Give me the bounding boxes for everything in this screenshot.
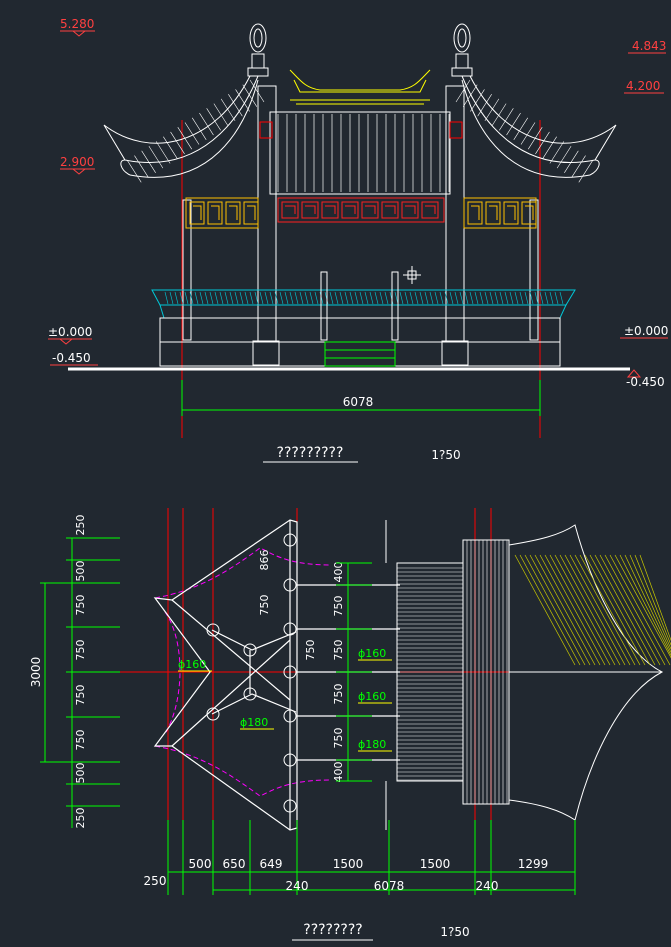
base-platform (159, 317, 561, 367)
dimension-label: 500 (74, 561, 87, 582)
rail-posts (320, 271, 399, 341)
dimension-label: 1500 (420, 857, 451, 871)
rafter-dimension-labels: 400 750 750 750 750 400 (332, 562, 372, 783)
dimension-label: 750 (258, 595, 271, 616)
dimension-label: 866 (258, 550, 271, 571)
level-label: ±0.000 (48, 325, 92, 339)
level-label: 2.900 (60, 155, 94, 169)
ridge-ornament (289, 69, 431, 105)
level-marker-zero-left: ±0.000 (48, 325, 92, 345)
diameter-label: ϕ160 (358, 647, 386, 660)
column-circle (283, 665, 297, 679)
finial-left (247, 23, 269, 77)
diameter-label: ϕ160 (358, 690, 386, 703)
dimension-label: 750 (332, 640, 345, 661)
column-circle (283, 622, 297, 636)
column-left (252, 85, 280, 366)
fretwork-right (463, 197, 537, 229)
column-circle (283, 578, 297, 592)
dimension-label: 649 (260, 857, 283, 871)
dimension-label: 750 (304, 640, 317, 661)
fretwork-center (277, 197, 445, 223)
dimension-label: 6078 (374, 879, 405, 893)
column-circle (206, 623, 220, 637)
balustrade-rail (151, 289, 576, 319)
diameter-label: ϕ160 (178, 658, 206, 671)
dimension-label: 750 (74, 685, 87, 706)
left-dimension-labels: 250 500 750 750 750 750 500 250 (74, 515, 87, 829)
column-circle (243, 687, 257, 701)
level-label: -0.450 (626, 375, 665, 389)
bottom-dimension-labels: 250 500 650 649 1500 1500 1299 240 6078 240 (144, 857, 549, 893)
level-marker-mid-right: 4.200 (624, 79, 664, 94)
column-circle (283, 799, 297, 813)
dimension-label: 250 (74, 515, 87, 536)
level-label: 4.200 (626, 79, 660, 93)
dimension-label: 750 (74, 730, 87, 751)
dimension-label: 400 (332, 762, 345, 783)
dimension-label: 750 (332, 596, 345, 617)
elevation-scale: 1?50 (431, 448, 460, 462)
elevation-view: 5.280 2.900 ±0.000 -0.450 4.843 4.200 (48, 17, 668, 463)
level-label: -0.450 (52, 351, 91, 365)
dimension-label: 650 (223, 857, 246, 871)
column-circle (243, 643, 257, 657)
tile-panel (269, 111, 451, 195)
crosshair-cursor (403, 266, 421, 284)
roof-frame (153, 519, 400, 831)
level-marker-ground-left: -0.450 (50, 351, 98, 366)
column-circle (283, 753, 297, 767)
column-circle (283, 533, 297, 547)
column-circle (283, 709, 297, 723)
diameter-labels: ϕ160 ϕ180 ϕ160 ϕ160 ϕ180 (178, 647, 392, 752)
left-dimension-chain (40, 537, 120, 828)
dimension-label: 750 (74, 640, 87, 661)
dimension-label: 1299 (518, 857, 549, 871)
dimension-label: 500 (189, 857, 212, 871)
diameter-label: ϕ180 (240, 716, 268, 729)
dimension-label: 750 (332, 684, 345, 705)
dimension-label: 500 (74, 763, 87, 784)
elevation-title: ????????? (277, 445, 344, 461)
dimension-label: 1500 (333, 857, 364, 871)
column-circle (206, 707, 220, 721)
dimension-label: 250 (74, 808, 87, 829)
column-circles (206, 533, 297, 813)
level-marker-zero-right: ±0.000 (620, 324, 668, 339)
roof-right (455, 75, 617, 183)
finial-right (451, 23, 473, 77)
span-label: 6078 (343, 395, 374, 409)
plan-title: ???????? (303, 922, 362, 938)
plan-scale: 1?50 (440, 925, 469, 939)
roof-left (103, 75, 265, 183)
diameter-label: ϕ180 (358, 738, 386, 751)
column-outer-left (182, 199, 192, 341)
level-marker-top-right: 4.843 (628, 39, 666, 54)
level-label: ±0.000 (624, 324, 668, 338)
span-dimension (181, 380, 541, 416)
dimension-label: 250 (144, 874, 167, 888)
level-marker-ground-right: -0.450 (626, 369, 665, 389)
inner-dimension-labels: 866 750 750 (258, 550, 317, 661)
dimension-label: 750 (332, 728, 345, 749)
level-marker-mid-left: 2.900 (60, 155, 95, 175)
dimension-label: 400 (332, 562, 345, 583)
level-marker-top-left: 5.280 (60, 17, 95, 37)
bottom-dimension-ticks (167, 820, 576, 895)
bottom-dimension-chain (168, 871, 575, 891)
dimension-label: 240 (286, 879, 309, 893)
dimension-label: 240 (476, 879, 499, 893)
hip-roof-right (508, 524, 671, 821)
plan-axis-lines (120, 508, 662, 872)
dimension-label: 750 (74, 595, 87, 616)
level-label: 5.280 (60, 17, 94, 31)
level-label: 4.843 (632, 39, 666, 53)
fretwork-left (185, 197, 259, 229)
column-outer-right (529, 199, 539, 341)
plan-total-label: 3000 (29, 657, 43, 688)
